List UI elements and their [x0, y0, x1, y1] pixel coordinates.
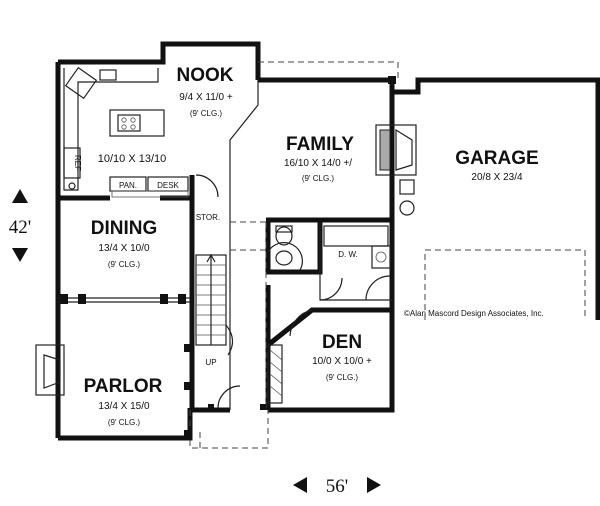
kitchen-dim: 10/10 X 13/10: [98, 153, 167, 165]
family-dim: 16/10 X 14/0 +/: [284, 158, 352, 169]
ref-label: REF: [73, 155, 82, 171]
garage-name: GARAGE: [455, 148, 538, 169]
family-name: FAMILY: [286, 134, 354, 155]
arrow-down-icon: [12, 248, 28, 262]
nook-name: NOOK: [177, 65, 234, 86]
family-clg: (9' CLG.): [302, 174, 335, 183]
nook-clg: (9' CLG.): [190, 109, 223, 118]
parlor-dim: 13/4 X 15/0: [98, 401, 150, 412]
kitchen-fixtures: [63, 66, 189, 198]
depth-label: 42': [9, 217, 31, 238]
powder-room: [267, 225, 391, 271]
parlor-clg: (9' CLG.): [108, 418, 141, 427]
arrow-left-icon: [293, 477, 307, 493]
desk-label: DESK: [157, 181, 179, 190]
stor-label: STOR.: [196, 213, 220, 222]
dining-dim: 13/4 X 10/0: [98, 243, 150, 254]
parlor-name: PARLOR: [84, 376, 163, 397]
copyright-label: ©Alan Mascord Design Associates, Inc.: [404, 309, 544, 318]
width-label: 56': [326, 476, 348, 497]
width-dimension: 56': [293, 476, 381, 497]
den-dim: 10/0 X 10/0 +: [312, 356, 372, 367]
columns: [60, 76, 396, 438]
staircase: [195, 253, 234, 356]
pantry-label: PAN.: [119, 181, 137, 190]
depth-dimension: 42': [9, 189, 31, 262]
family-fireplace: [375, 124, 417, 216]
nook-dim: 9/4 X 11/0 +: [179, 92, 233, 103]
den-clg: (9' CLG.): [326, 373, 359, 382]
dining-name: DINING: [91, 218, 158, 239]
arrow-right-icon: [367, 477, 381, 493]
dining-clg: (9' CLG.): [108, 260, 141, 269]
den-name: DEN: [322, 332, 362, 353]
up-label: UP: [205, 358, 216, 367]
dw-label: D. W.: [338, 250, 358, 259]
exterior-walls: [55, 41, 600, 441]
garage-dim: 20/8 X 23/4: [471, 172, 523, 183]
door-swings: [195, 174, 391, 409]
parlor-fireplace: [35, 344, 65, 396]
dashed-outlines: [189, 61, 586, 449]
arrow-up-icon: [12, 189, 28, 203]
